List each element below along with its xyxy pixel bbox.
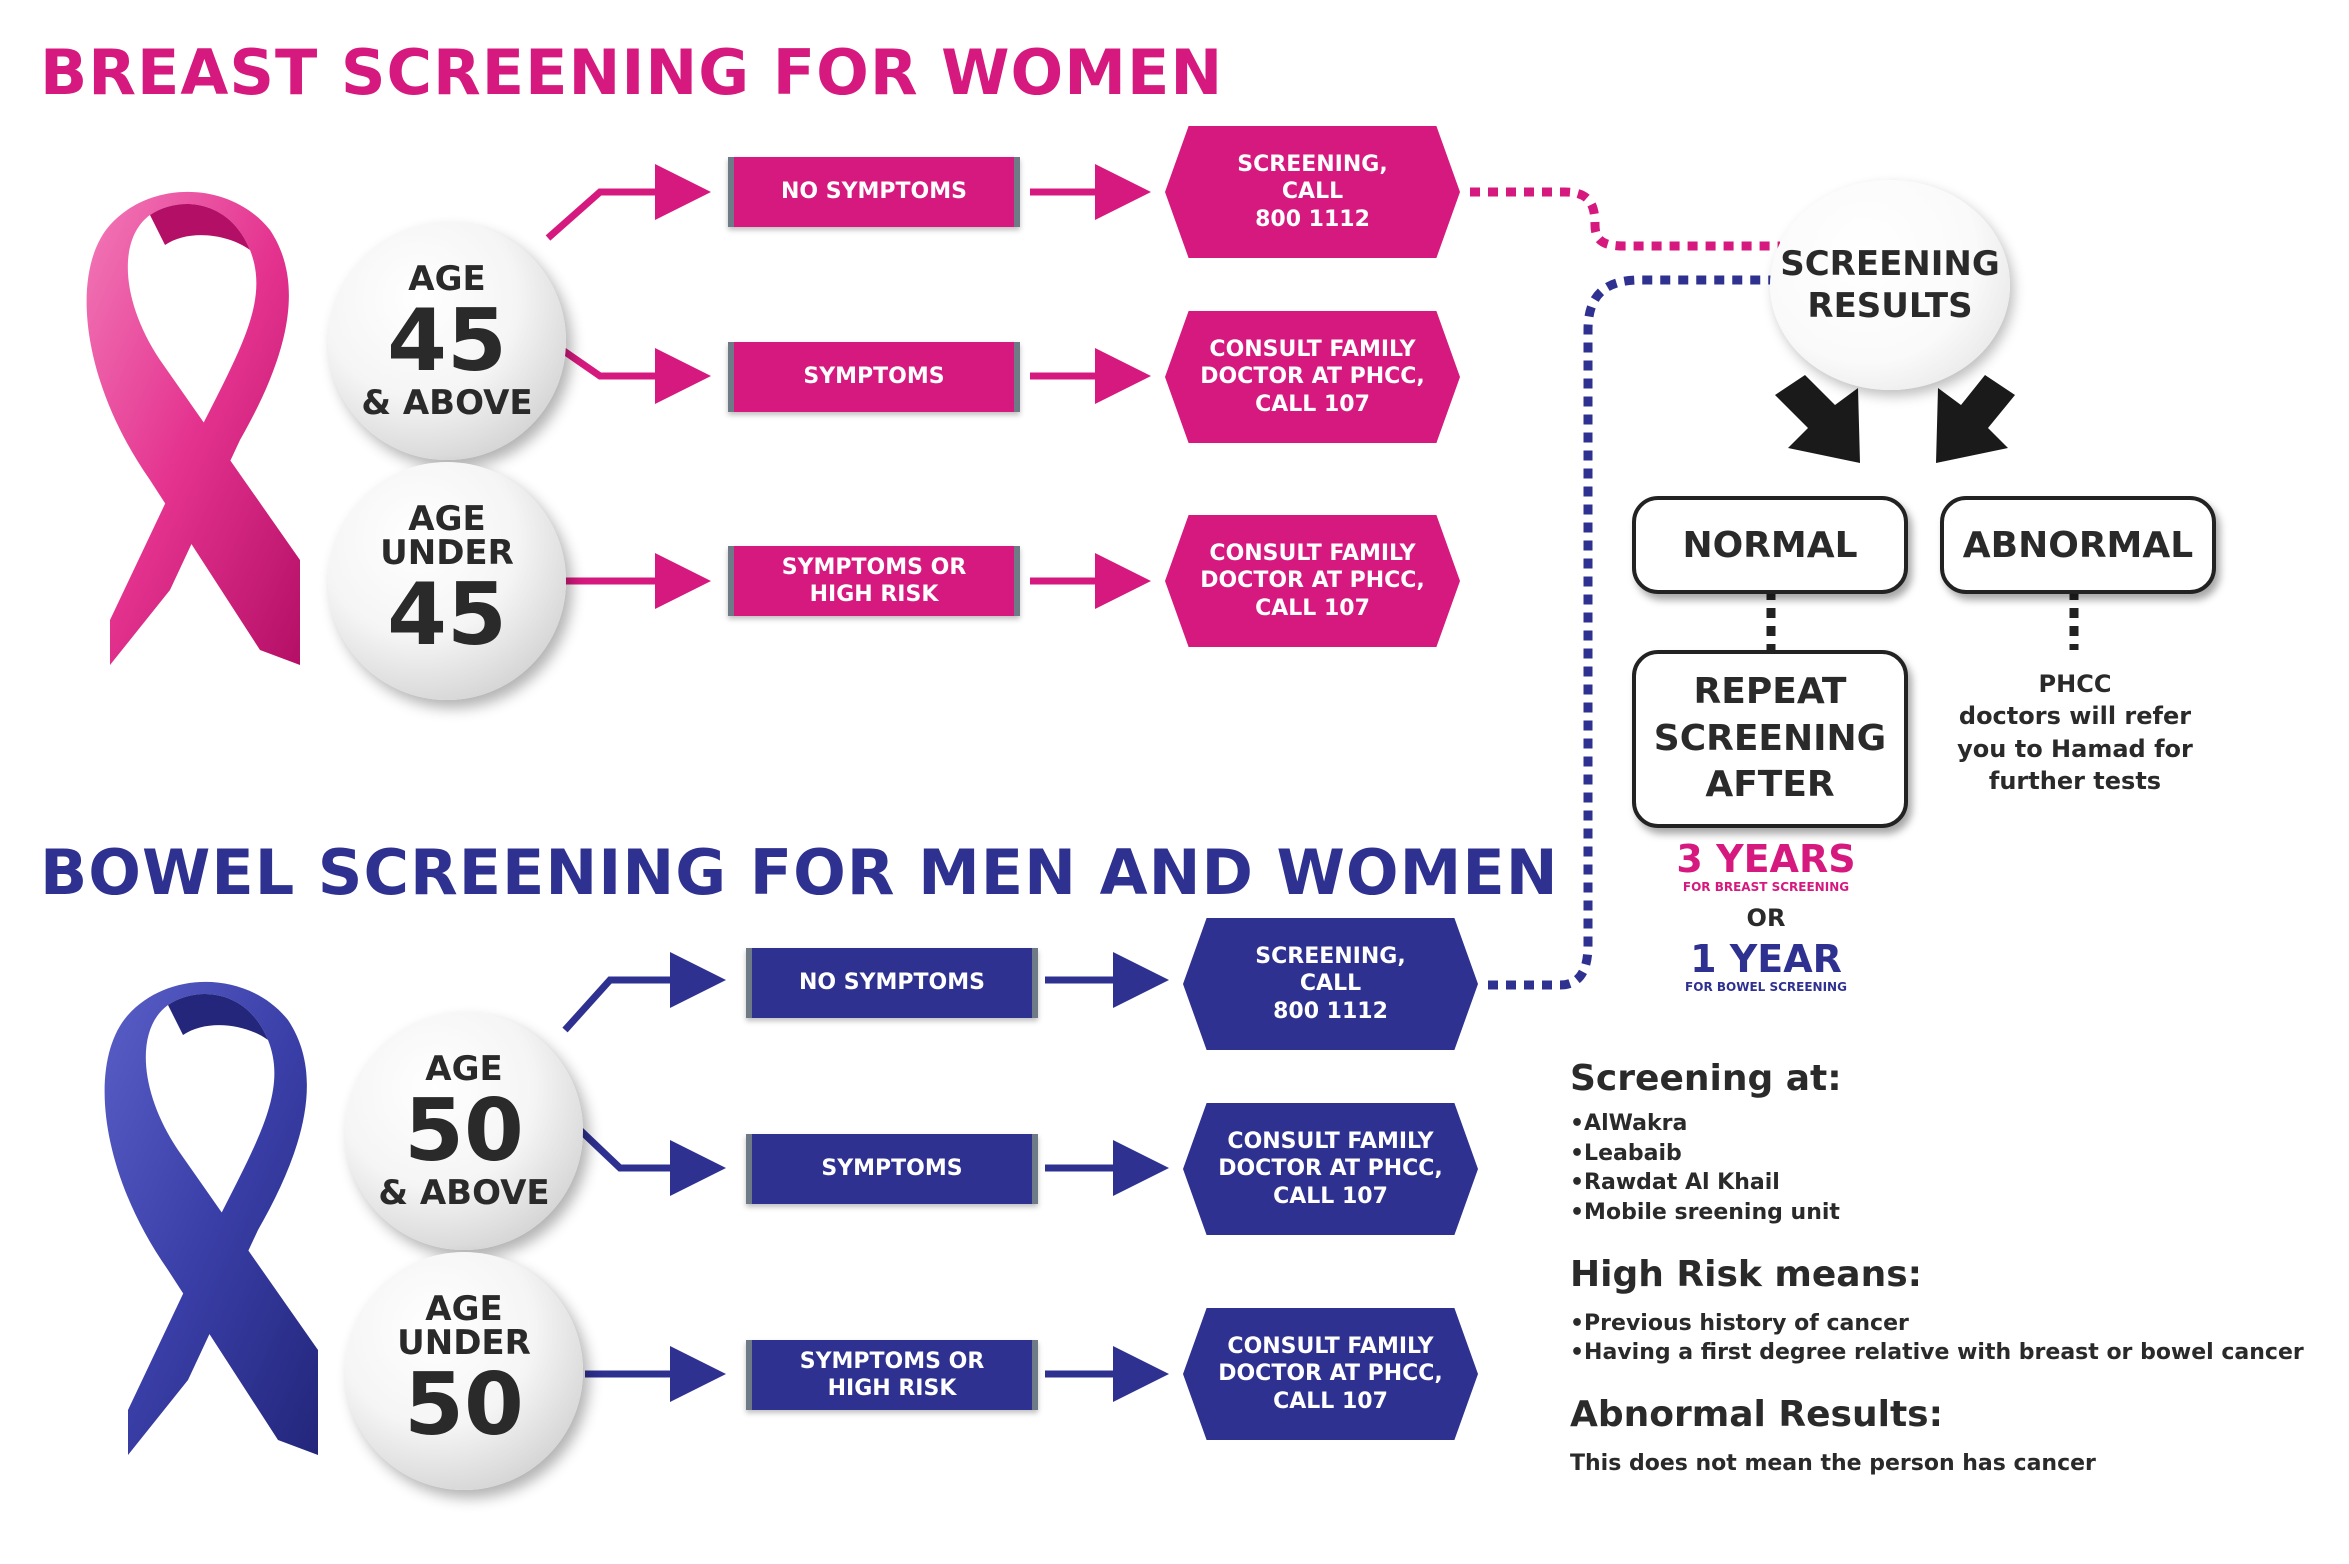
location-item: •AlWakra [1570,1111,1688,1136]
action-line: CALL [1299,971,1362,997]
results-line: RESULTS [1807,286,1973,326]
age-qualifier: & ABOVE [361,383,533,423]
age-label: AGE [425,1289,503,1329]
abnormal-results-text: This does not mean the person has cancer [1570,1451,2096,1477]
action-line: DOCTOR AT PHCC, [1200,364,1425,390]
abnormal-note-line: you to Hamad for [1957,734,2193,763]
action-line: DOCTOR AT PHCC, [1200,568,1425,594]
age-label: AGE [408,499,486,539]
age-label: AGE [408,259,486,299]
screening-results-circle: SCREENING RESULTS [1770,180,2010,390]
abnormal-note-line: doctors will refer [1958,702,2192,731]
action-line: CALL 107 [1273,1183,1388,1209]
action-line: CALL 107 [1255,595,1370,621]
repeat-intervals: 3 YEARS FOR BREAST SCREENING OR 1 YEAR F… [1620,840,1912,994]
bowel-consult-doctor-hexagon: CONSULT FAMILY DOCTOR AT PHCC, CALL 107 [1183,1103,1478,1235]
age-under-50-circle: AGE UNDER 50 [345,1252,583,1490]
breast-screening-call-hexagon: SCREENING, CALL 800 1112 [1165,126,1460,258]
action-line: CALL 107 [1255,391,1370,417]
abnormal-results-heading: Abnormal Results: [1570,1394,1943,1436]
info-panel: Screening at: •AlWakra •Leabaib •Rawdat … [1570,1058,2330,1479]
age-50-above-circle: AGE 50 & ABOVE [345,1012,583,1250]
bowel-consult-doctor-high-risk-hexagon: CONSULT FAMILY DOCTOR AT PHCC, CALL 107 [1183,1308,1478,1440]
box-label-line: HIGH RISK [809,582,939,607]
bowel-symptoms-box: SYMPTOMS [746,1134,1038,1204]
repeat-line: REPEAT [1693,670,1847,712]
action-line: CALL 107 [1273,1388,1388,1414]
screening-at-heading: Screening at: [1570,1058,1842,1099]
bowel-screening-call-hexagon: SCREENING, CALL 800 1112 [1183,918,1478,1050]
breast-consult-doctor-hexagon: CONSULT FAMILY DOCTOR AT PHCC, CALL 107 [1165,311,1460,443]
bowel-title: BOWEL SCREENING FOR MEN AND WOMEN [40,836,1559,909]
abnormal-label: ABNORMAL [1962,524,2194,566]
age-qualifier: & ABOVE [378,1173,550,1213]
high-risk-item: •Having a first degree relative with bre… [1570,1340,2304,1366]
breast-symptoms-box: SYMPTOMS [728,342,1020,412]
location-item: •Leabaib [1570,1140,1682,1166]
age-qualifier: UNDER [397,1323,531,1363]
result-down-arrows [1775,375,2015,463]
blue-ribbon-icon [104,981,318,1455]
breast-symptoms-high-risk-box: SYMPTOMS OR HIGH RISK [728,546,1020,616]
action-line: CONSULT FAMILY [1209,336,1416,362]
bowel-interval: 1 YEAR [1690,937,1842,981]
action-line: SCREENING, [1237,151,1388,177]
action-line: CONSULT FAMILY [1227,1333,1434,1359]
age-label: AGE [425,1049,503,1089]
action-line: 800 1112 [1255,206,1370,232]
repeat-screening-box: REPEAT SCREENING AFTER [1632,650,1908,828]
action-line: DOCTOR AT PHCC, [1218,1156,1443,1182]
repeat-line: AFTER [1705,764,1835,806]
box-label: NO SYMPTOMS [780,179,967,205]
bowel-symptoms-high-risk-box: SYMPTOMS OR HIGH RISK [746,1340,1038,1410]
action-line: 800 1112 [1273,998,1388,1024]
normal-outcome-box: NORMAL [1632,496,1908,594]
box-label: NO SYMPTOMS [798,970,985,996]
box-label-line: SYMPTOMS OR [799,1348,985,1374]
arrow-down-left-icon [1775,375,1860,463]
age-number: 50 [404,1355,524,1455]
action-line: CALL [1281,179,1344,205]
box-label: SYMPTOMS [821,1156,963,1182]
arrow-down-right-icon [1936,375,2015,463]
action-line: CONSULT FAMILY [1209,540,1416,566]
abnormal-outcome-box: ABNORMAL [1940,496,2216,594]
abnormal-note-line: further tests [1988,767,2162,796]
box-label-line: HIGH RISK [827,1376,957,1401]
breast-consult-doctor-high-risk-hexagon: CONSULT FAMILY DOCTOR AT PHCC, CALL 107 [1165,515,1460,647]
action-line: DOCTOR AT PHCC, [1218,1361,1443,1387]
breast-title: BREAST SCREENING FOR WOMEN [40,36,1224,109]
results-line: SCREENING [1780,243,2000,284]
age-number: 45 [387,565,507,665]
breast-interval-note: FOR BREAST SCREENING [1682,880,1850,894]
age-45-above-circle: AGE 45 & ABOVE [328,222,566,460]
pink-ribbon-icon [86,191,300,665]
breast-no-symptoms-box: NO SYMPTOMS [728,157,1020,227]
box-label: SYMPTOMS [803,364,945,390]
action-line: CONSULT FAMILY [1227,1128,1434,1154]
normal-label: NORMAL [1682,524,1858,566]
abnormal-note-line: PHCC [2038,670,2112,698]
breast-interval: 3 YEARS [1676,837,1856,881]
age-number: 50 [404,1081,524,1181]
box-label-line: SYMPTOMS OR [781,554,967,580]
location-item: •Mobile sreening unit [1570,1200,1840,1226]
bowel-interval-note: FOR BOWEL SCREENING [1685,980,1847,994]
bowel-no-symptoms-box: NO SYMPTOMS [746,948,1038,1018]
abnormal-note: PHCC doctors will refer you to Hamad for… [1935,668,2215,798]
location-item: •Rawdat Al Khail [1570,1170,1780,1196]
age-under-45-circle: AGE UNDER 45 [328,462,566,700]
high-risk-heading: High Risk means: [1570,1253,1923,1295]
or-label: OR [1746,904,1786,932]
age-qualifier: UNDER [380,533,514,573]
repeat-line: SCREENING [1653,717,1887,759]
action-line: SCREENING, [1255,943,1406,969]
age-number: 45 [387,291,507,391]
high-risk-item: •Previous history of cancer [1570,1310,1909,1336]
